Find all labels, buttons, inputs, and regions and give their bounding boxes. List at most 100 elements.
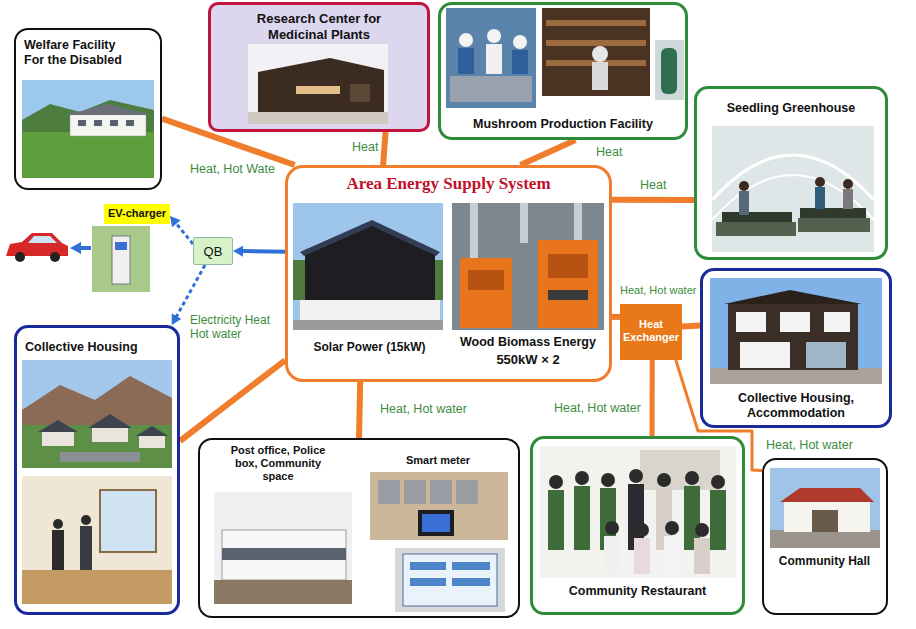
accommodation-photo [710,368,882,384]
mushroom-photo [450,76,532,102]
housing-interior-photo [22,570,172,604]
housing-interior-photo [81,515,91,525]
accommodation-photo [780,312,810,332]
mushroom-photo [592,46,608,62]
greenhouse-photo [800,208,866,218]
restaurant-photo [604,536,620,574]
smart-meter-photo [370,472,508,540]
edge-label: Heat, Hot water [552,401,643,415]
node-text: Solar Power (15kW) [292,340,447,354]
car-icon [6,233,68,256]
housing-photo [38,420,78,432]
biomass-boiler-photo [470,203,478,263]
facility-box: Seedling Greenhouse [694,86,888,260]
arrow-head [172,314,182,325]
biomass-boiler-photo [548,254,588,278]
restaurant-photo [685,471,699,485]
solar-house-photo [300,220,440,256]
connector [612,197,694,203]
biomass-boiler-photo [548,290,588,300]
biomass-boiler-photo [460,258,512,328]
label-box: EV-charger [104,204,170,224]
solar-house-photo [293,320,443,330]
housing-photo [60,452,140,462]
housing-photo [42,432,74,446]
restaurant-photo [574,486,590,550]
greenhouse-photo [712,126,874,252]
restaurant-photo [634,538,650,574]
ev-charger-photo [112,236,130,284]
node-text: Smart meter [386,454,490,467]
node-title: Collective Housing, Accommodation [703,391,889,421]
biomass-boiler-photo [452,203,604,330]
connector [682,323,700,330]
node-text: Wood Biomass Energy [450,335,606,350]
restaurant-photo [711,475,725,489]
mushroom-photo [592,62,608,90]
greenhouse-photo [815,177,825,187]
connector [176,265,205,318]
arrow-head [170,216,181,227]
connector [162,119,295,165]
welfare-photo [126,120,134,126]
display-panel-photo [452,562,490,570]
display-panel-photo [410,578,446,586]
display-panel-photo [395,548,505,612]
edge-label: Heat [638,178,668,192]
community-hall-photo [812,510,838,532]
mushroom-photo [655,40,684,100]
restaurant-photo [540,446,736,578]
research-photo [350,84,370,102]
restaurant-photo [657,473,671,487]
connector [359,382,360,438]
housing-interior-photo [53,519,63,529]
research-photo [296,86,340,94]
accommodation-photo [710,278,882,384]
box-fill [208,2,430,132]
housing-photo [88,414,132,428]
welfare-photo [110,120,118,126]
car-icon [28,236,57,243]
smart-meter-photo [378,480,400,504]
housing-photo [22,360,172,468]
greenhouse-photo [716,222,796,236]
mushroom-photo [458,48,474,74]
connector [612,314,620,320]
mushroom-photo [546,20,646,26]
connector [175,222,193,244]
edge-label: Heat [594,145,624,159]
housing-photo [136,426,168,436]
accommodation-photo [728,304,858,370]
housing-interior-photo [52,530,64,570]
welfare-photo [22,132,154,178]
display-panel-photo [410,562,446,570]
biomass-boiler-photo [452,203,604,330]
edge-label: Heat [350,140,380,154]
facility-box: Research Center for Medicinal Plants [208,2,430,132]
ev-charger-photo [115,242,127,250]
welfare-photo [22,80,154,178]
smart-meter-photo [404,480,426,504]
housing-photo [139,436,165,448]
edge-label: Heat, Hot Wate [188,162,277,176]
mushroom-photo [446,8,536,108]
display-panel-photo [403,554,497,606]
heat-exchanger-box: Heat Exchanger [620,304,682,360]
accommodation-photo [724,290,862,304]
display-panel-photo [452,578,490,586]
accommodation-photo [740,342,790,368]
community-hall-photo [780,488,874,502]
facility-box: Collective Housing, Accommodation [700,268,892,428]
node-title: Welfare Facility For the Disabled [24,38,129,68]
restaurant-photo [549,475,563,489]
restaurant-photo [695,523,709,537]
node-title: Community Restaurant [533,584,742,599]
restaurant-photo [640,450,720,490]
welfare-photo [94,120,102,126]
mushroom-photo [486,44,502,74]
solar-house-photo [293,203,443,330]
welfare-photo [70,114,146,136]
housing-interior-photo [80,526,92,570]
facility-box: Welfare Facility For the Disabled [14,28,162,190]
